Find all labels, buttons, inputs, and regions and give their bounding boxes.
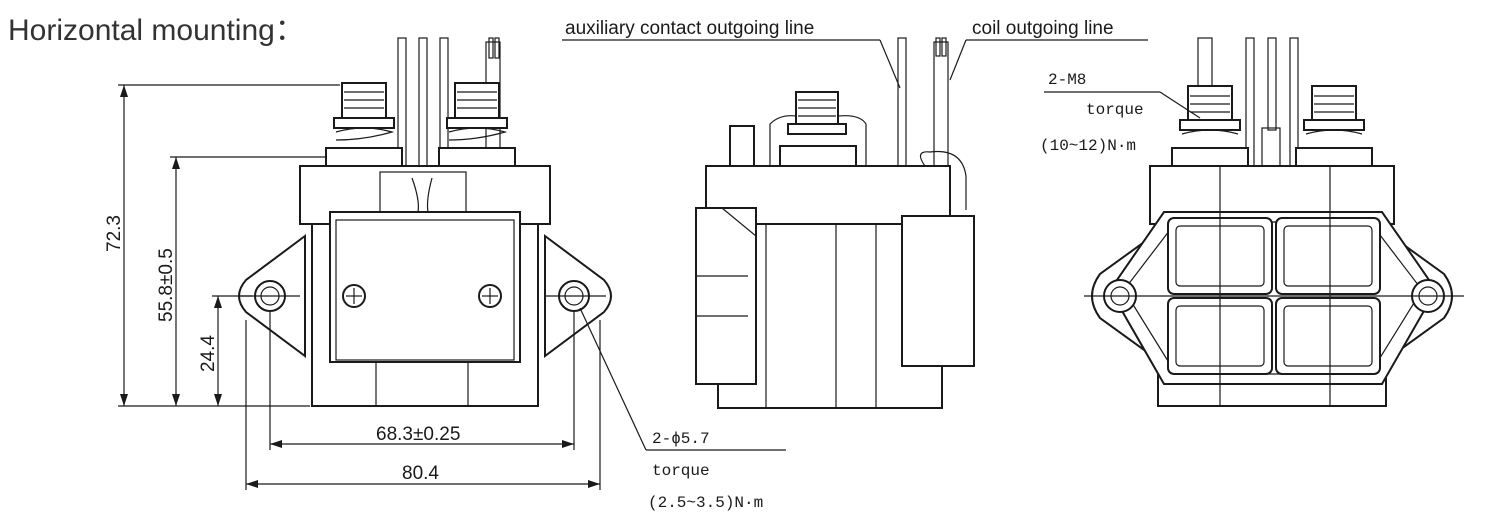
hole-torque-label: torque <box>652 462 710 480</box>
side-view: auxiliary contact outgoing line coil out… <box>562 18 1148 409</box>
side-cover-profile <box>695 207 757 385</box>
dim-height-hole: 24.4 <box>198 335 219 372</box>
front-dimensions: 72.3 55.8±0.5 24.4 68.3±0.25 80.4 2-ϕ5.7… <box>104 84 786 512</box>
front-terminal-left <box>325 82 403 167</box>
dim-hole-spacing: 68.3±0.25 <box>376 424 460 445</box>
side-terminal <box>795 91 839 127</box>
hole-torque-value: (2.5~3.5)N·m <box>648 494 763 512</box>
bottom-view: 2-M8 torque (10~12)N·m <box>1040 37 1464 407</box>
aux-contact-callout: auxiliary contact outgoing line <box>565 18 814 39</box>
front-view <box>238 37 612 407</box>
coil-line-callout: coil outgoing line <box>972 18 1114 39</box>
bottom-terminal-right <box>1295 85 1373 167</box>
terminal-spec-label: 2-M8 <box>1048 71 1086 89</box>
dim-overall-width: 80.4 <box>402 463 439 484</box>
terminal-torque-label: torque <box>1086 101 1144 119</box>
hole-spec-label: 2-ϕ5.7 <box>652 430 710 448</box>
drawing-title: Horizontal mounting： <box>8 14 305 47</box>
front-terminal-right <box>438 82 516 167</box>
terminal-torque-value: (10~12)N·m <box>1040 137 1136 155</box>
bottom-terminal-left <box>1171 85 1249 167</box>
dim-height-total: 72.3 <box>104 215 125 252</box>
side-coil-housing <box>901 215 975 367</box>
dim-height-mid: 55.8±0.5 <box>156 248 177 322</box>
